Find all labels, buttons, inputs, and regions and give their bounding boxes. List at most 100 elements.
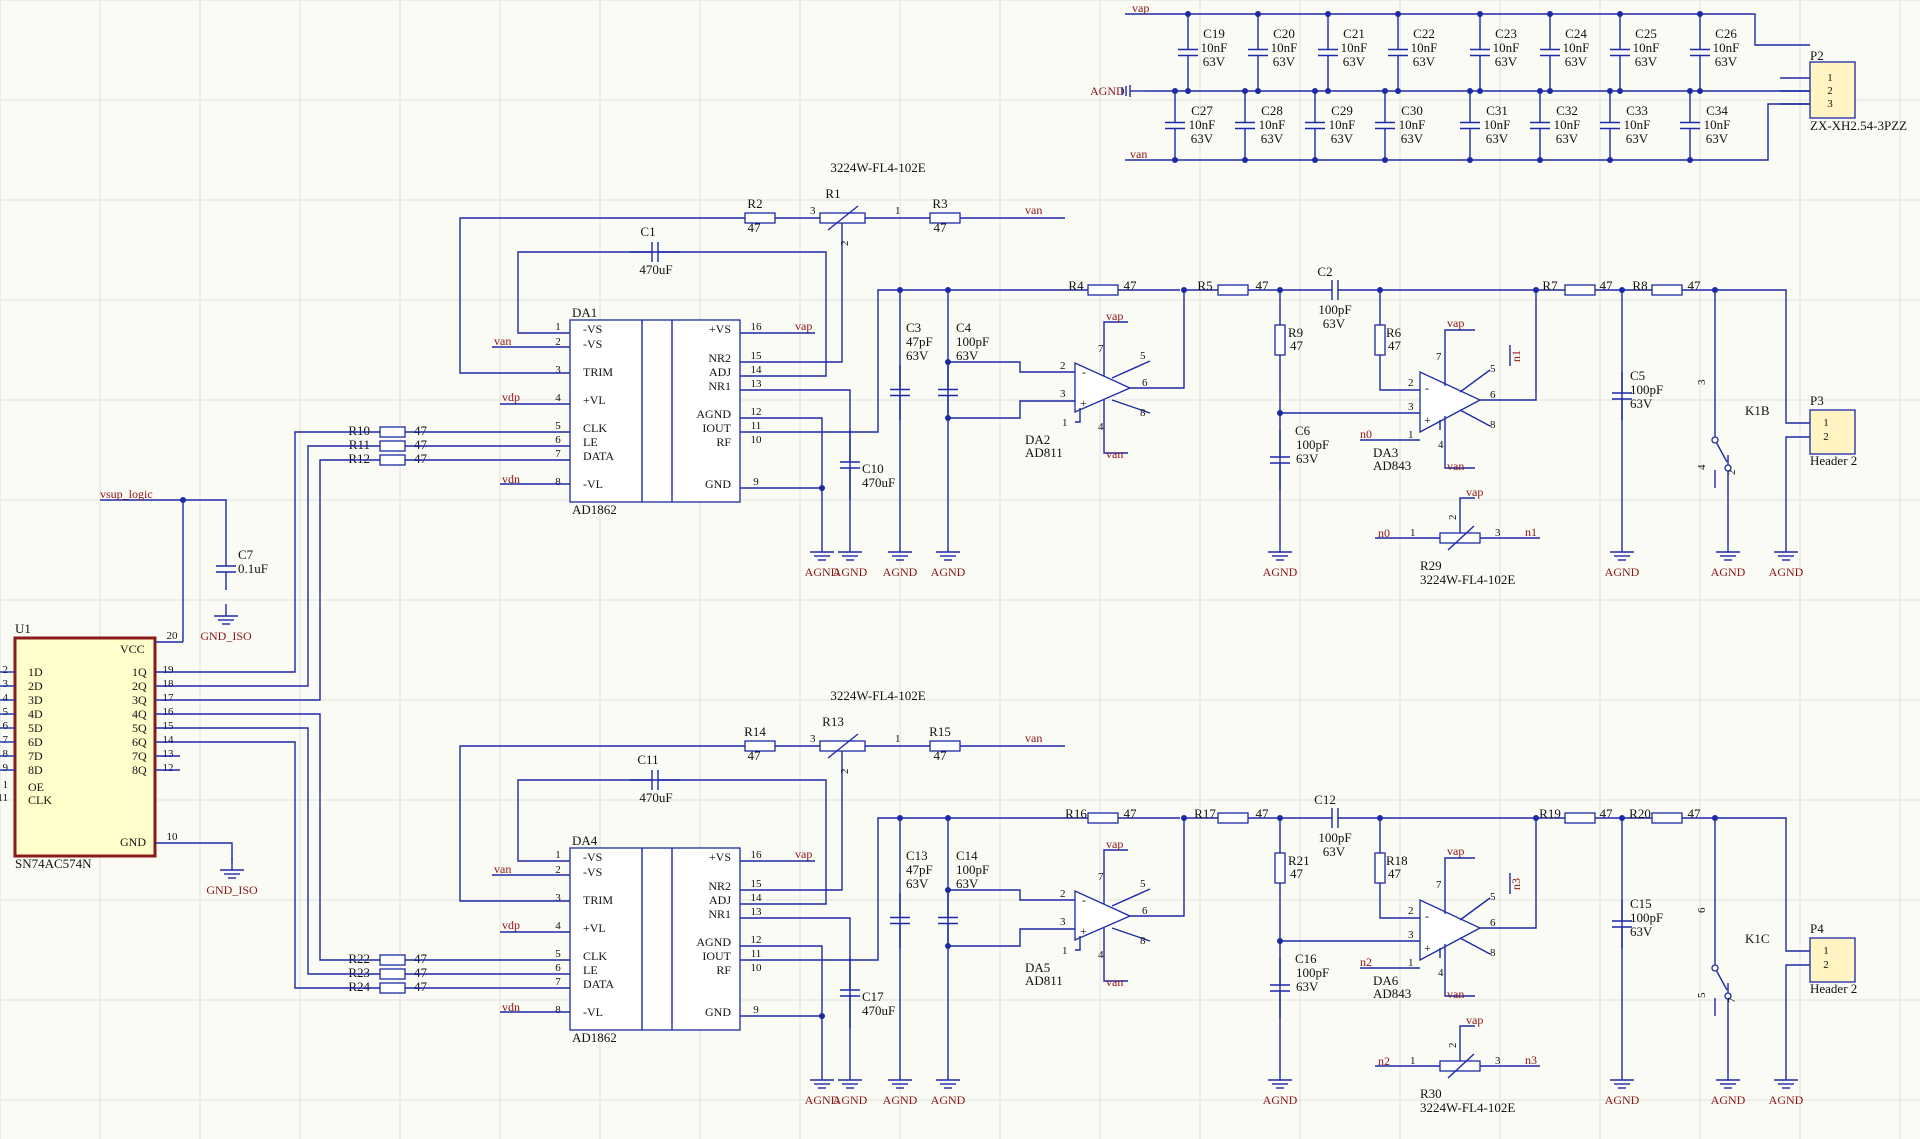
junction-dot: [819, 485, 825, 491]
agnd-label: AGND: [1711, 1093, 1746, 1107]
dac-right-pin: GND: [705, 1005, 731, 1019]
u1-ref: U1: [15, 621, 31, 636]
op-minus: -: [1082, 365, 1086, 379]
vap-label: vap: [1466, 1013, 1483, 1027]
junction-dot: [1477, 11, 1483, 17]
wire: [1785, 964, 1810, 1068]
dac-pin-number: 16: [751, 321, 763, 333]
res-value: 47: [414, 965, 428, 980]
cap-volt: 63V: [1273, 54, 1296, 69]
dac-right-pin: NR1: [708, 379, 731, 393]
dac-pin-number: 8: [555, 476, 561, 488]
dac-pin-number: 2: [555, 864, 561, 876]
u1-pin-number: 18: [163, 678, 175, 690]
cap-ref: C4: [956, 320, 972, 335]
cap-value: 10nF: [1341, 40, 1368, 55]
op-pin: 1: [1062, 417, 1068, 429]
series-resistor: [1217, 284, 1249, 296]
res-value: 47: [1290, 338, 1304, 353]
u1-pin-number: 15: [163, 720, 175, 732]
junction-dot: [1242, 157, 1248, 163]
pot-ref: R30: [1420, 1086, 1442, 1101]
pot-part: 3224W-FL4-102E: [1420, 572, 1515, 587]
u1-q-pin: 1Q: [132, 665, 147, 679]
op-pin: 6: [1142, 905, 1148, 917]
junction-dot: [1325, 88, 1331, 94]
cap-volt: 63V: [1323, 316, 1346, 331]
wire: [1103, 400, 1128, 454]
r6-resistor: [1374, 852, 1386, 884]
series-resistor: [1217, 812, 1249, 824]
dac-left-pin: LE: [583, 963, 598, 977]
op-plus: +: [1080, 396, 1087, 410]
res-ref: R24: [348, 979, 370, 994]
res-value: 47: [748, 220, 762, 235]
pot-part: 3224W-FL4-102E: [1420, 1100, 1515, 1115]
van-label: van: [1106, 975, 1123, 989]
junction-dot: [1537, 88, 1543, 94]
dac-left-pin: -VS: [583, 865, 602, 879]
pot-pin: 3: [810, 205, 816, 217]
res-value: 47: [1124, 806, 1138, 821]
dac-pin-number: 6: [555, 434, 561, 446]
header-part: Header 2: [1810, 981, 1857, 996]
op-pin: 6: [1142, 377, 1148, 389]
dac-pin-number: 12: [751, 934, 762, 946]
dac-pin-number: 15: [751, 878, 763, 890]
agnd-label: AGND: [1711, 565, 1746, 579]
wire: [1459, 937, 1491, 955]
res-value: 47: [1600, 278, 1614, 293]
junction-dot: [1697, 88, 1703, 94]
dac-left-pin: DATA: [583, 977, 614, 991]
u1-pin-number: 13: [163, 748, 175, 760]
relay-pin: 4: [1696, 464, 1708, 470]
res-value: 47: [414, 437, 428, 452]
cap-volt: 63V: [1323, 844, 1346, 859]
u1-gnd-pin: GND: [120, 835, 146, 849]
dac-pin-number: 3: [555, 364, 561, 376]
cap-volt: 63V: [1413, 54, 1436, 69]
cap-value: 10nF: [1189, 117, 1216, 132]
n-label: n1: [1525, 525, 1537, 539]
res-value: 47: [748, 748, 762, 763]
op-minus: -: [1082, 893, 1086, 907]
vap-label: vap: [1447, 316, 1464, 330]
wire: [1111, 927, 1151, 942]
cap-value: 470uF: [639, 790, 672, 805]
wire: [459, 745, 745, 902]
res-ref: R21: [1288, 853, 1310, 868]
junction-dot: [1687, 157, 1693, 163]
n-label: n3: [1525, 1053, 1537, 1067]
dac-left-pin: -VS: [583, 322, 602, 336]
cap-volt: 63V: [1626, 131, 1649, 146]
vsup-logic-label: vsup_logic: [100, 487, 153, 501]
dac-pin-number: 5: [555, 420, 561, 432]
op-pin: 7: [1436, 879, 1442, 891]
u1-pin-number: 19: [163, 664, 175, 676]
dac-pin-number: 16: [751, 849, 763, 861]
cap-ref: C28: [1261, 103, 1283, 118]
dac-right-pin: IOUT: [702, 421, 731, 435]
pot-pin: 3: [1495, 527, 1501, 539]
dac-ic: [569, 319, 741, 503]
header-pin: 1: [1823, 945, 1829, 957]
u1-pin-number: 14: [163, 734, 175, 746]
res-value: 47: [414, 951, 428, 966]
junction-dot: [1395, 88, 1401, 94]
dac-ref: DA1: [572, 305, 597, 320]
agnd-label: AGND: [1090, 84, 1125, 98]
cap-value: 10nF: [1259, 117, 1286, 132]
relay-pin: 2: [1726, 470, 1738, 476]
u1-pin-number: 16: [163, 706, 175, 718]
op-amp-ad843: [1419, 898, 1482, 962]
agnd-label: AGND: [1605, 1093, 1640, 1107]
cap-ref: C2: [1317, 264, 1332, 279]
u1-d-pin: 5D: [28, 721, 43, 735]
wire: [155, 842, 233, 860]
wire: [948, 400, 1075, 419]
agnd-label: AGND: [805, 565, 840, 579]
r7-resistor: [1564, 812, 1596, 824]
u1-pin-number: 8: [3, 748, 9, 760]
op-pin: 4: [1098, 421, 1104, 433]
van-label: van: [494, 862, 511, 876]
